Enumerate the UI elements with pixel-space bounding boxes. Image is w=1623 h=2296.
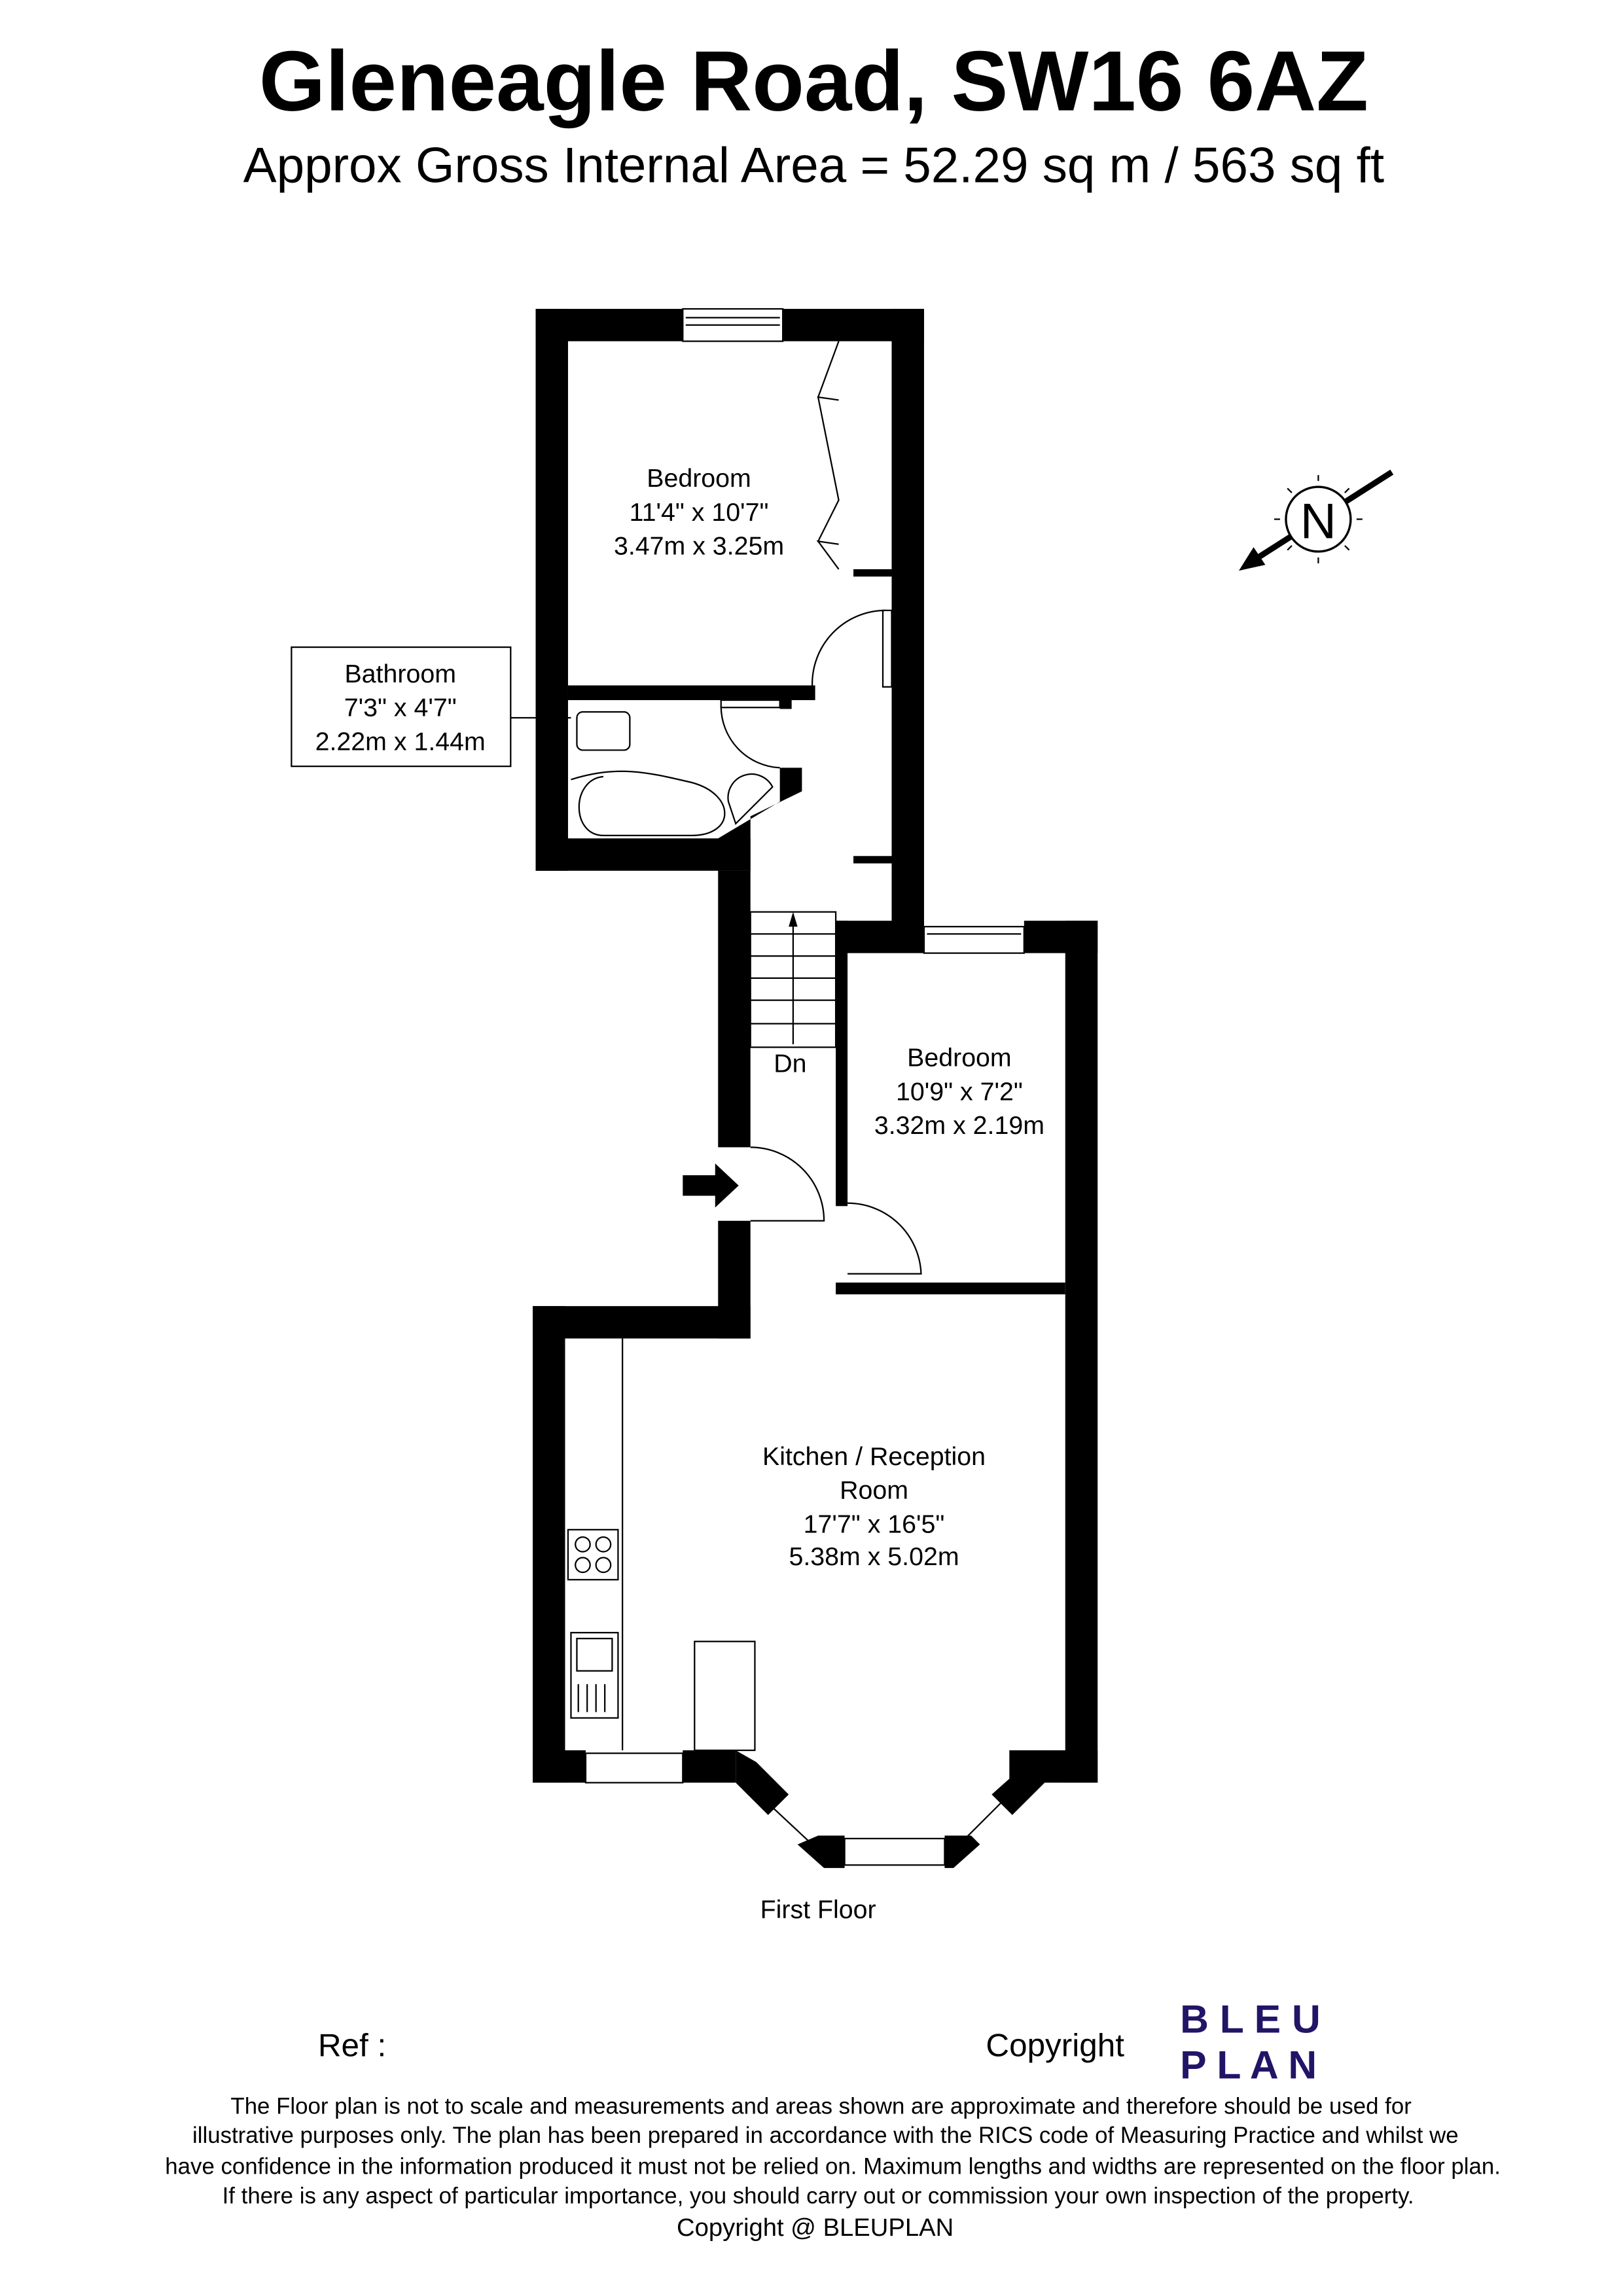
hob-icon [567, 1528, 619, 1581]
floor-plan: Dn [533, 308, 1098, 1868]
door-swing [811, 609, 886, 686]
svg-text:7'3" x 4'7": 7'3" x 4'7" [344, 694, 457, 722]
door-swing [847, 1202, 922, 1275]
room-label-bathroom: Bathroom 7'3" x 4'7" 2.22m x 1.44m [291, 646, 571, 768]
entrance-arrow-icon [683, 1163, 739, 1208]
svg-text:11'4" x 10'7": 11'4" x 10'7" [630, 498, 769, 527]
svg-text:3.47m x 3.25m: 3.47m x 3.25m [614, 531, 784, 560]
wall [779, 700, 792, 709]
room-label-bedroom-1: Bedroom 11'4" x 10'7" 3.47m x 3.25m [614, 464, 784, 560]
door-swing [720, 706, 780, 769]
staircase [749, 911, 837, 1048]
wall [853, 569, 892, 577]
wall [567, 685, 815, 701]
svg-text:The Floor plan is not to scale: The Floor plan is not to scale and measu… [230, 2093, 1412, 2119]
bathtub [571, 770, 726, 836]
svg-text:3.32m x 2.19m: 3.32m x 2.19m [874, 1111, 1044, 1140]
wall [535, 838, 751, 871]
room-label-kitchen-reception: Kitchen / Reception Room 17'7" x 16'5" 5… [762, 1442, 986, 1571]
disclaimer: The Floor plan is not to scale and measu… [165, 2093, 1501, 2208]
svg-text:B L E U: B L E U [1180, 1997, 1321, 2041]
svg-text:If there is any aspect of part: If there is any aspect of particular imp… [223, 2183, 1414, 2208]
sink-icon [570, 1632, 619, 1719]
svg-text:10'9" x 7'2": 10'9" x 7'2" [896, 1077, 1023, 1106]
room-label-bedroom-2: Bedroom 10'9" x 7'2" 3.32m x 2.19m [874, 1044, 1044, 1140]
svg-text:Bedroom: Bedroom [907, 1044, 1012, 1072]
entrance-door [750, 1146, 825, 1222]
fridge [694, 1640, 756, 1752]
north-compass-icon: N [1239, 469, 1394, 571]
svg-text:P L A N: P L A N [1180, 2042, 1317, 2087]
stairs-label: Dn [774, 1050, 806, 1078]
window [923, 926, 1025, 954]
page-subtitle: Approx Gross Internal Area = 52.29 sq m … [243, 138, 1384, 194]
svg-text:Room: Room [840, 1476, 908, 1505]
svg-text:5.38m x 5.02m: 5.38m x 5.02m [789, 1542, 959, 1571]
svg-text:N: N [1300, 494, 1336, 550]
door [882, 609, 893, 688]
wall [718, 870, 751, 1148]
copyright-line: Copyright @ BLEUPLAN [677, 2214, 954, 2242]
copyright-label: Copyright [986, 2028, 1124, 2064]
svg-text:Bedroom: Bedroom [647, 464, 751, 493]
wall [891, 309, 924, 942]
basin [727, 773, 774, 825]
wall [535, 309, 568, 871]
floor-label: First Floor [760, 1895, 876, 1924]
wall [853, 856, 892, 864]
svg-text:illustrative purposes only. Th: illustrative purposes only. The plan has… [192, 2123, 1459, 2148]
bleuplan-logo: B L E U P L A N [1180, 1997, 1321, 2087]
wall [718, 768, 802, 871]
page-title: Gleneagle Road, SW16 6AZ [259, 33, 1368, 129]
toilet [576, 711, 631, 751]
svg-text:2.22m x 1.44m: 2.22m x 1.44m [315, 727, 486, 756]
svg-text:Kitchen / Reception: Kitchen / Reception [762, 1442, 986, 1471]
svg-text:17'7" x 16'5": 17'7" x 16'5" [804, 1510, 945, 1538]
wardrobe-doors [816, 341, 840, 570]
window [584, 1752, 684, 1784]
ref-label: Ref : [318, 2028, 386, 2064]
bay-window [844, 1837, 946, 1866]
svg-text:have confidence in the informa: have confidence in the information produ… [165, 2153, 1501, 2179]
svg-text:Bathroom: Bathroom [344, 660, 456, 688]
